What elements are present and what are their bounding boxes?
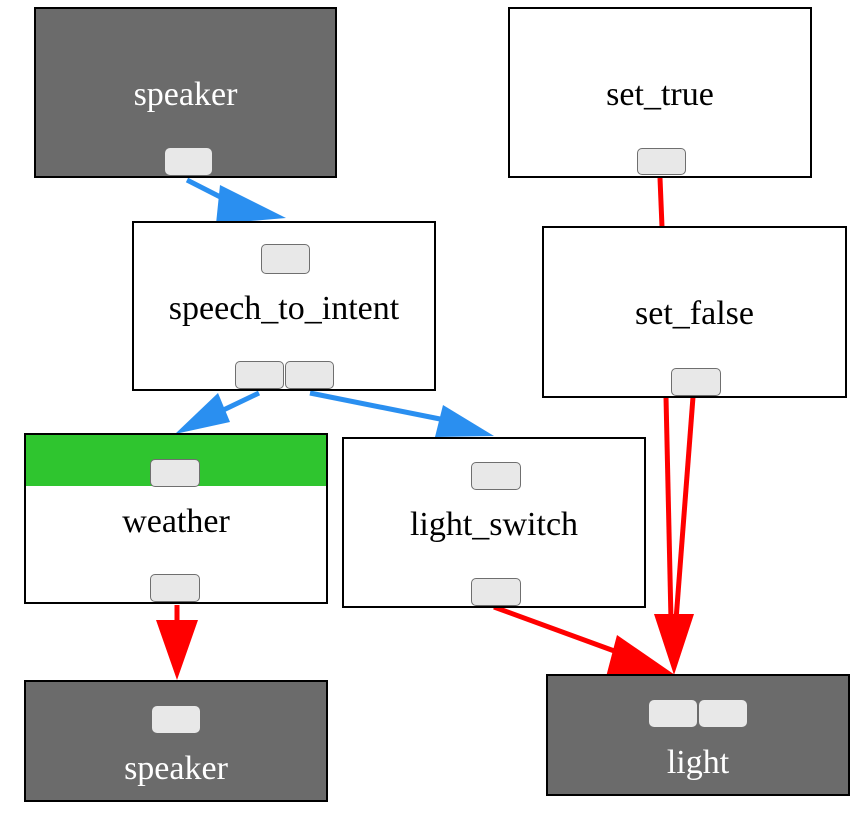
edge-set-true-to-set-false[interactable] [657, 177, 665, 228]
edge-speaker-to-speech-to-intent[interactable] [185, 177, 286, 224]
node-weather[interactable]: weather [24, 433, 328, 604]
node-label: speaker [133, 76, 238, 113]
edge-speech-to-intent-to-weather[interactable] [175, 390, 261, 434]
edge-weather-to-speaker[interactable] [156, 605, 198, 680]
input-port[interactable] [150, 459, 200, 487]
node-set-false[interactable]: set_false [542, 226, 847, 398]
node-speaker-sink[interactable]: speaker [24, 680, 328, 802]
output-port[interactable] [471, 578, 521, 606]
node-label: light [666, 744, 730, 781]
output-port-1[interactable] [235, 361, 284, 389]
node-speech-to-intent[interactable]: speech_to_intent [132, 221, 436, 391]
output-port[interactable] [150, 574, 200, 602]
edge-speech-to-intent-to-light-switch[interactable] [309, 390, 494, 437]
node-set-true[interactable]: set_true [508, 7, 812, 178]
edge-set-false-to-light-b[interactable] [673, 396, 696, 621]
input-port-2[interactable] [699, 700, 747, 727]
input-port-1[interactable] [649, 700, 697, 727]
edge-set-false-to-light-a[interactable] [663, 396, 674, 621]
node-speaker-source[interactable]: speaker [34, 7, 337, 178]
node-label: speech_to_intent [168, 290, 400, 327]
input-port[interactable] [152, 706, 200, 733]
edge-light-switch-to-light[interactable] [493, 604, 675, 677]
node-light[interactable]: light [546, 674, 850, 796]
node-label: set_true [606, 76, 714, 113]
node-label: speaker [124, 750, 228, 787]
output-port[interactable] [671, 368, 721, 396]
node-label: set_false [635, 295, 754, 332]
arrowhead-set-false-to-light [654, 614, 694, 675]
input-port[interactable] [471, 462, 521, 490]
output-port[interactable] [165, 148, 212, 175]
node-label: weather [122, 503, 230, 540]
output-port-2[interactable] [285, 361, 334, 389]
output-port[interactable] [637, 148, 686, 175]
input-port[interactable] [261, 244, 310, 274]
node-label: light_switch [409, 506, 579, 543]
node-light-switch[interactable]: light_switch [342, 437, 646, 608]
